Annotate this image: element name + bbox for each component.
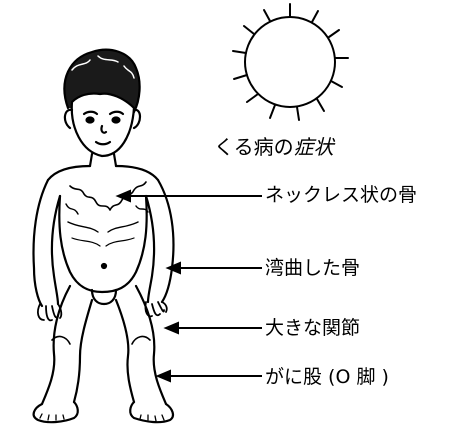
label-large-joint: 大きな関節 bbox=[265, 319, 360, 338]
arrowhead-bow-legs bbox=[158, 371, 170, 381]
pointer-arrows bbox=[118, 191, 262, 381]
label-curved-bone: 湾曲した骨 bbox=[265, 259, 360, 278]
label-bow-legs: がに股 (O 脚 ) bbox=[265, 368, 389, 387]
diagram-title: くる病の症状 bbox=[214, 137, 334, 157]
sun-icon bbox=[233, 4, 348, 120]
title-emphasis: 症状 bbox=[294, 135, 334, 159]
arrowhead-curved-bone bbox=[168, 263, 180, 273]
arrowhead-large-joint bbox=[166, 323, 178, 333]
child-figure bbox=[34, 50, 174, 422]
label-necklace-bone: ネックレス状の骨 bbox=[265, 186, 417, 205]
arrowhead-necklace-bone bbox=[118, 191, 130, 201]
title-main: くる病の bbox=[214, 135, 294, 159]
